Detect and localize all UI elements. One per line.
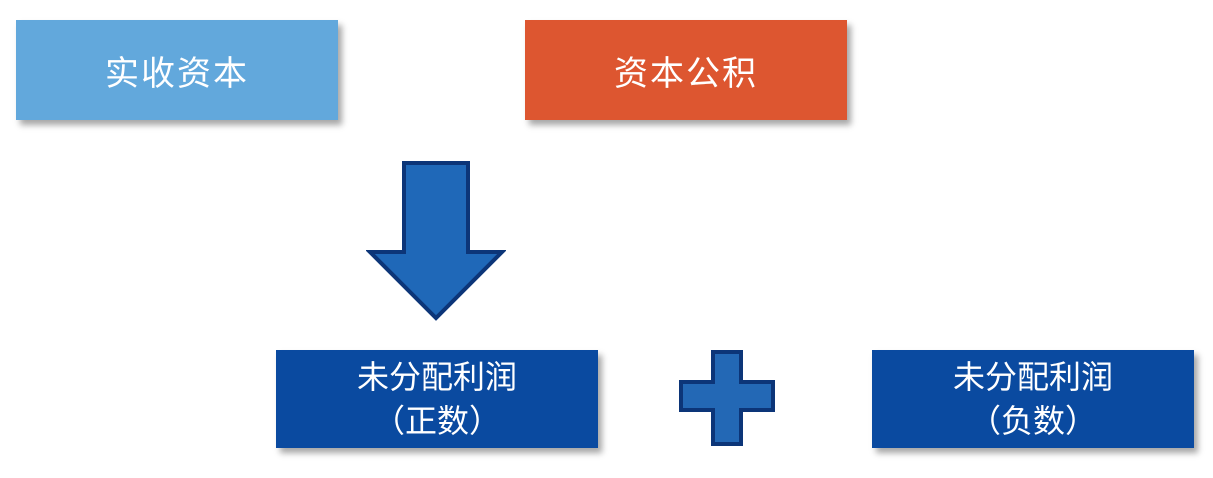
plus-icon [679,350,775,446]
retained-positive-line1: 未分配利润 [356,358,517,396]
plus-shape [679,350,775,446]
capital-reserve-label: 资本公积 [614,53,758,94]
arrow-shape [366,161,506,321]
retained-earnings-positive-box: 未分配利润 （正数） [276,350,598,448]
paid-in-capital-box: 实收资本 [16,20,338,120]
retained-earnings-negative-box: 未分配利润 （负数） [872,350,1194,448]
retained-positive-line2: （正数） [372,402,501,440]
paid-in-capital-label: 实收资本 [105,53,249,94]
retained-negative-line1: 未分配利润 [952,358,1113,396]
retained-negative-line2: （负数） [968,402,1097,440]
arrow-down-icon [366,161,506,321]
capital-reserve-box: 资本公积 [525,20,847,120]
